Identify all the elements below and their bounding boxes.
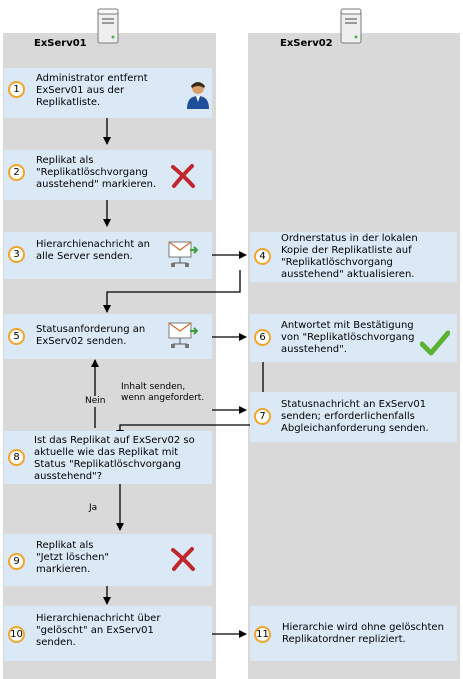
server-icon: [340, 8, 362, 44]
step-number-2: 2: [8, 164, 25, 181]
step-box-2: [4, 150, 212, 200]
administrator-user-icon: [187, 82, 209, 109]
step-text-1: Administrator entfernt ExServ01 aus der …: [36, 73, 148, 108]
step-text-3: Hierarchienachricht an alle Server sende…: [36, 239, 150, 262]
step-text-5: Statusanforderung an ExServ02 senden.: [36, 324, 146, 347]
step-text-4: Ordnerstatus in der lokalen Kopie der Re…: [281, 233, 418, 280]
step-number-11: 11: [254, 626, 271, 643]
step-box-6: [250, 314, 457, 362]
server-icon: [97, 8, 119, 44]
red-x-icon: [171, 164, 195, 188]
step-text-6: Antwortet mit Bestätigung von "Replikatl…: [281, 320, 415, 355]
lane-title-exserv02: ExServ02: [280, 38, 333, 49]
step-number-3: 3: [8, 246, 25, 263]
annotation-inhalt-senden: Inhalt senden, wenn angefordert.: [121, 382, 205, 404]
step-text-2: Replikat als "Replikatlöschvorgang ausst…: [36, 155, 157, 190]
step-text-10: Hierarchienachricht über "gelöscht" an E…: [36, 613, 161, 648]
red-x-icon: [171, 547, 195, 571]
step-number-9: 9: [8, 553, 25, 570]
step-number-10: 10: [8, 626, 25, 643]
step-box-4: [250, 232, 457, 282]
step-number-4: 4: [254, 248, 271, 265]
lane-title-exserv01: ExServ01: [34, 38, 87, 49]
step-number-7: 7: [254, 408, 271, 425]
step-text-8: Ist das Replikat auf ExServ02 so aktuell…: [34, 435, 195, 482]
step-text-7: Statusnachricht an ExServ01 senden; erfo…: [281, 399, 429, 434]
step-text-11: Hierarchie wird ohne gelöschten Replikat…: [282, 622, 444, 645]
step-number-5: 5: [8, 328, 25, 345]
step-number-1: 1: [8, 81, 25, 98]
step-box-10: [4, 606, 212, 661]
step-text-9: Replikat als "Jetzt löschen" markieren.: [36, 540, 110, 575]
step-box-8: [4, 431, 212, 484]
step-box-11: [250, 606, 457, 661]
message-send-icon: [168, 322, 198, 348]
green-check-icon: [420, 330, 450, 356]
annotation-ja: Ja: [89, 503, 98, 514]
step-box-1: [4, 68, 212, 118]
annotation-nein: Nein: [85, 396, 106, 407]
step-number-6: 6: [254, 329, 271, 346]
step-number-8: 8: [8, 449, 25, 466]
message-send-icon: [168, 241, 198, 267]
step-box-7: [250, 392, 457, 442]
step-box-9: [4, 534, 212, 586]
